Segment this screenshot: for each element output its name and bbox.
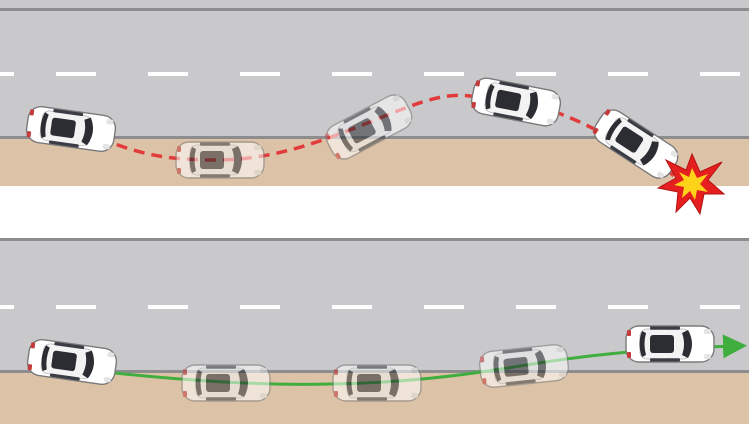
bottom-car-5 [626,326,714,362]
bottom-car-2 [182,365,270,401]
top-road-edge-upper [0,8,749,11]
bottom-road-edge-upper [0,238,749,241]
top-car-2 [176,142,264,178]
top-panel [0,0,749,214]
bottom-panel [0,238,749,424]
bottom-car-3 [333,365,421,401]
